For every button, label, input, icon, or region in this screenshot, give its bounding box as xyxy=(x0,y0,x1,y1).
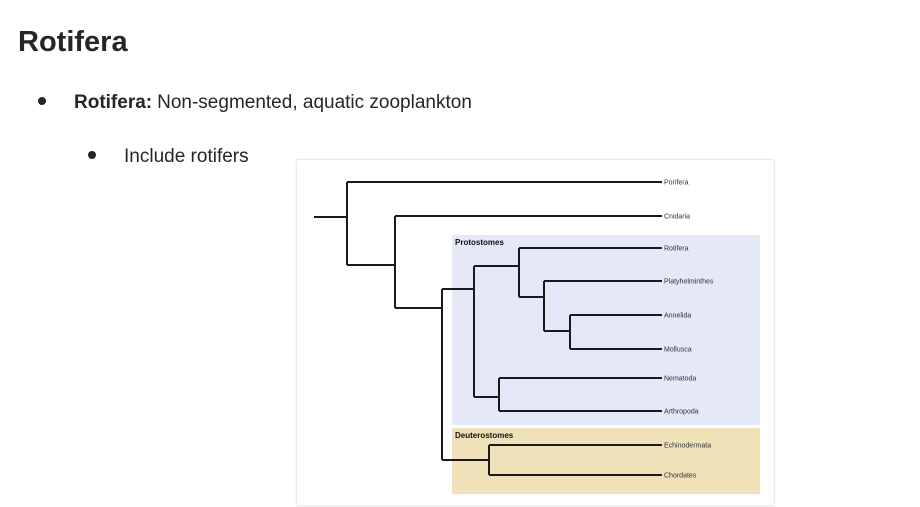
leaf-label-cnidaria: Cnidaria xyxy=(664,214,690,221)
phylogenetic-tree: Protostomes Deuterostomes xyxy=(314,180,760,494)
protostomes-label: Protostomes xyxy=(455,238,504,247)
bullet-dot-icon xyxy=(88,151,96,159)
deuterostomes-label: Deuterostomes xyxy=(455,431,514,440)
phylogenetic-tree-figure: Protostomes Deuterostomes xyxy=(297,160,774,505)
leaf-label-arthropoda: Arthropoda xyxy=(664,409,699,416)
bullet-rotifera-definition: Rotifera:Non-segmented, aquatic zooplank… xyxy=(38,92,472,114)
leaf-label-mollusca: Mollusca xyxy=(664,347,692,354)
leaf-label-rotifera: Rotifera xyxy=(664,246,689,253)
bullet-include-rotifers: Include rotifers xyxy=(88,146,249,168)
slide-title: Rotifera xyxy=(18,26,128,58)
bullet-text: Non-segmented, aquatic zooplankton xyxy=(157,92,472,113)
bullet-term: Rotifera: xyxy=(74,92,153,113)
bullet-text: Include rotifers xyxy=(124,146,249,167)
leaf-label-porifera: Porifera xyxy=(664,180,689,187)
leaf-label-chordates: Chordates xyxy=(664,473,697,480)
leaf-label-platyhelminthes: Platyhelminthes xyxy=(664,279,714,286)
tree-branches xyxy=(314,181,662,476)
deuterostomes-region xyxy=(452,428,760,494)
leaf-label-nematoda: Nematoda xyxy=(664,376,696,383)
bullet-dot-icon xyxy=(38,97,46,105)
leaf-label-annelida: Annelida xyxy=(664,313,691,320)
leaf-label-echinodermata: Echinodermata xyxy=(664,443,711,450)
